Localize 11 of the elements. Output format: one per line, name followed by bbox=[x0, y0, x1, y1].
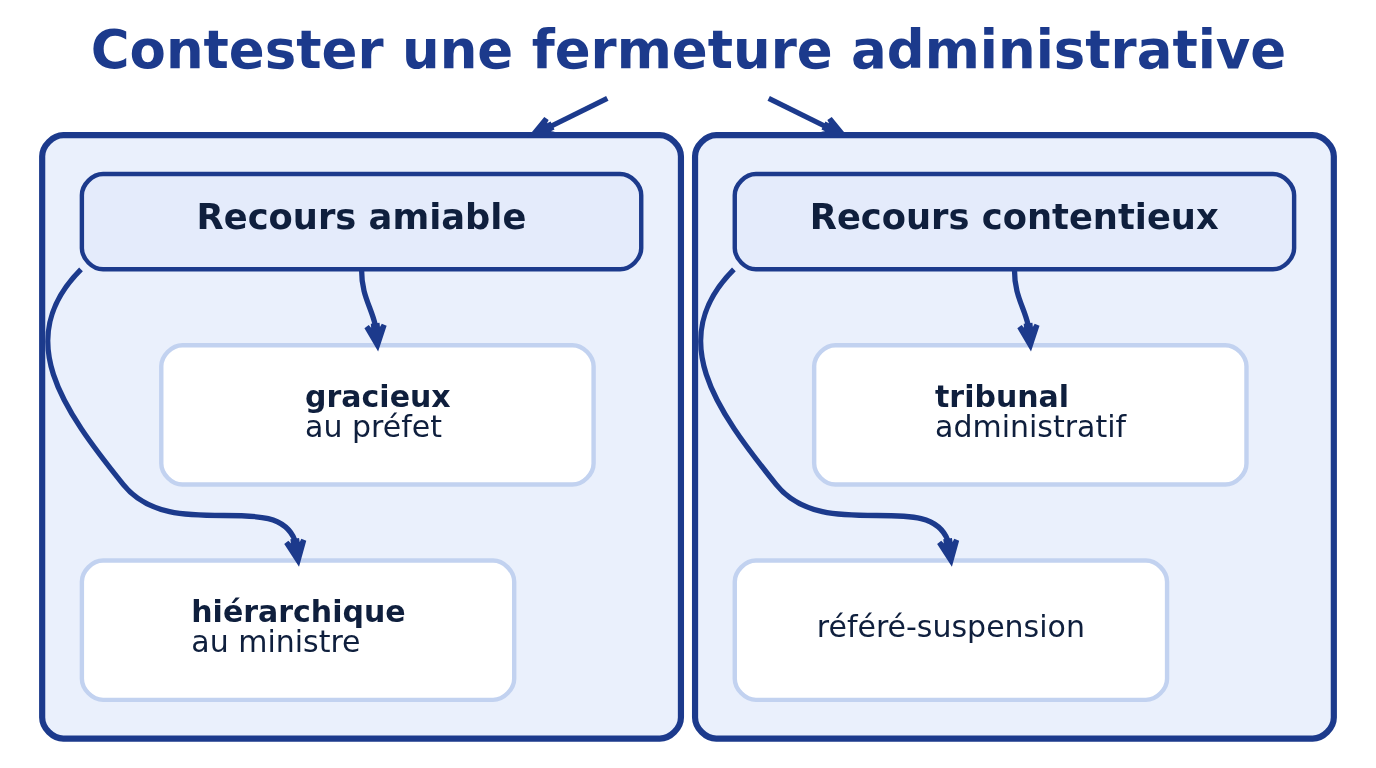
cluster bbox=[691, 132, 1337, 742]
node-box: hiérarchique au ministre bbox=[79, 558, 517, 703]
arrow bbox=[698, 267, 960, 564]
node-box: Recours contentieux bbox=[732, 171, 1297, 272]
node-box: Recours amiable bbox=[79, 171, 644, 272]
cluster bbox=[39, 132, 685, 742]
node-box: tribunal administratif bbox=[811, 342, 1249, 487]
node-box: référé-suspension bbox=[732, 558, 1170, 703]
node-box: gracieux au préfet bbox=[159, 342, 596, 487]
arrow bbox=[45, 267, 307, 564]
node-text: Contester une fermeture administrative bbox=[90, 19, 1287, 81]
